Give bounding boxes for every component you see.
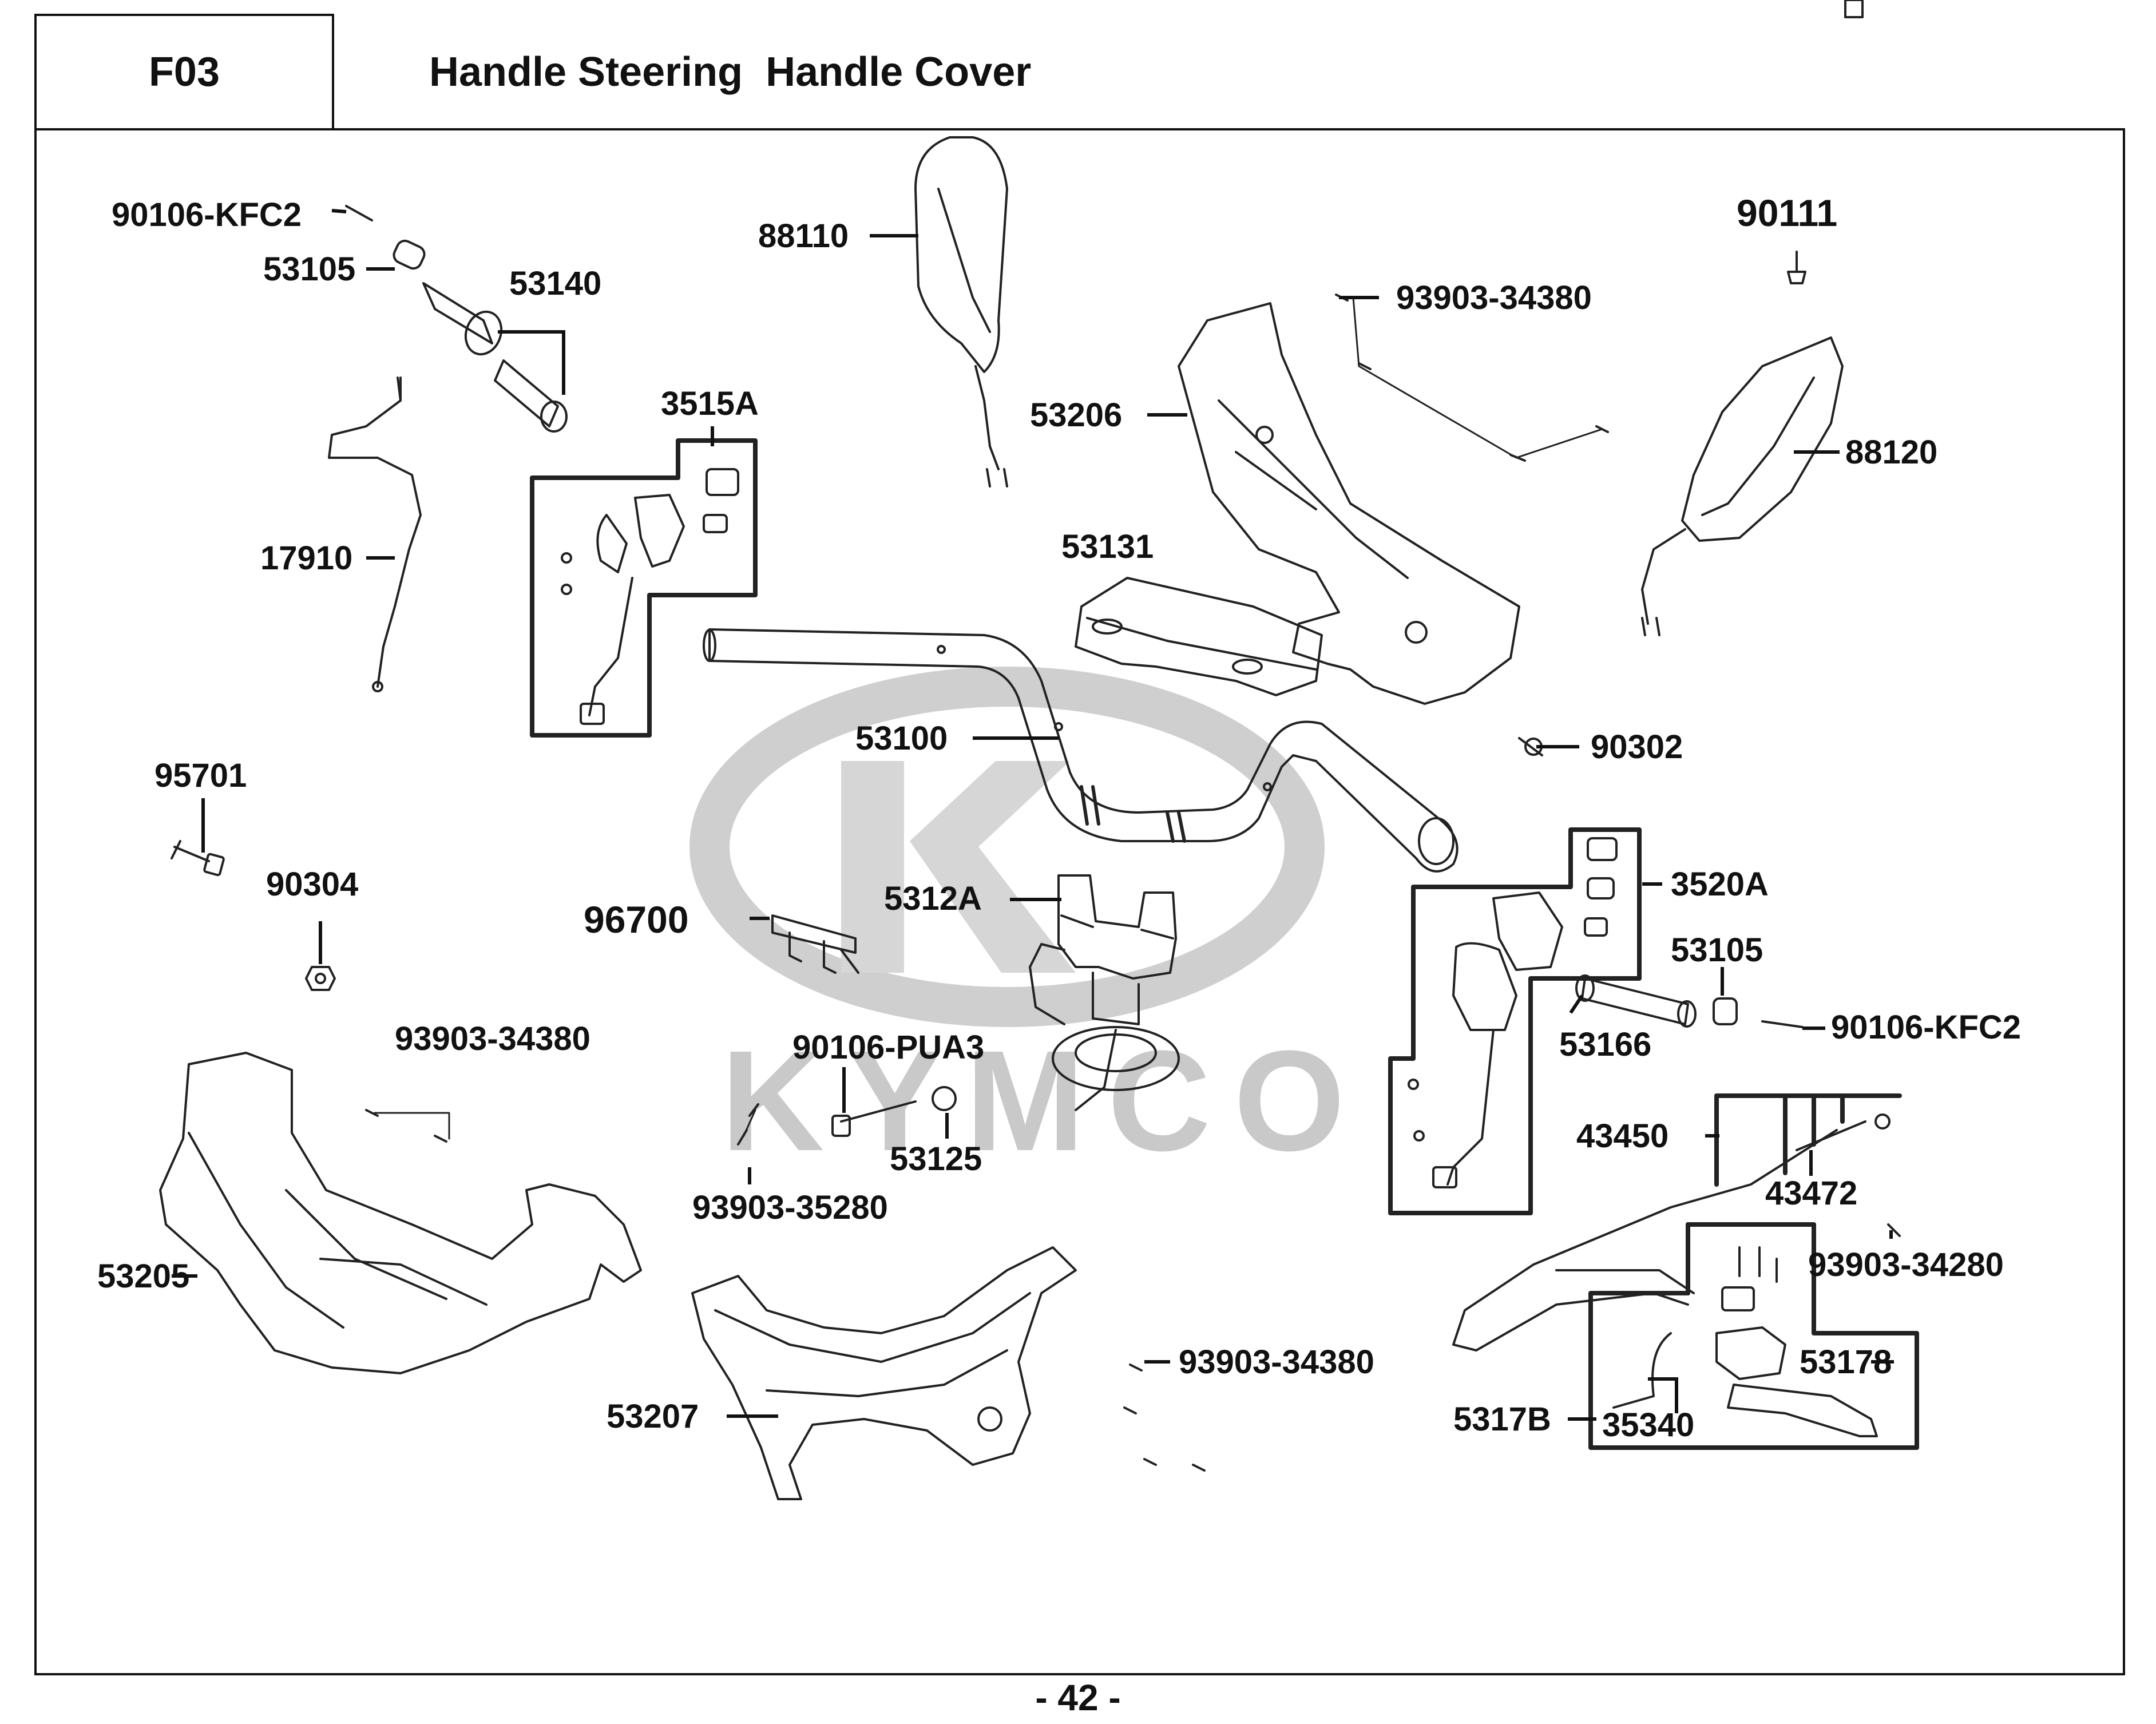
label-53140: 53140 xyxy=(509,265,601,302)
label-90302: 90302 xyxy=(1591,728,1683,766)
label-53178: 53178 xyxy=(1800,1343,1892,1381)
grip-left-drawing xyxy=(345,205,568,433)
label-3515a: 3515A xyxy=(661,385,759,422)
screw-35280-drawing xyxy=(737,1103,759,1146)
label-90106-pua3: 90106-PUA3 xyxy=(792,1029,984,1066)
label-90304: 90304 xyxy=(266,866,358,903)
label-5312a: 5312A xyxy=(884,880,982,917)
screws-left-drawing xyxy=(365,1109,450,1143)
label-53131: 53131 xyxy=(1061,528,1154,565)
label-35340: 35340 xyxy=(1602,1406,1694,1444)
page-frame xyxy=(34,14,2125,1675)
grip-right-drawing xyxy=(1575,974,1804,1028)
label-53166: 53166 xyxy=(1559,1026,1651,1063)
label-43450: 43450 xyxy=(1576,1117,1668,1155)
label-53105-top: 53105 xyxy=(263,251,355,288)
steering-holder-drawing xyxy=(1029,874,1180,1111)
label-93903-34280: 93903-34280 xyxy=(1808,1246,2004,1283)
screws-bottom-drawing xyxy=(1123,1364,1206,1472)
label-5317b: 5317B xyxy=(1453,1401,1551,1438)
watermark-brand: KYMCO xyxy=(721,1021,1368,1180)
screw-90111-drawing xyxy=(1787,251,1806,284)
label-53105-right: 53105 xyxy=(1671,932,1763,969)
label-90106-kfc2-top: 90106-KFC2 xyxy=(112,196,302,233)
label-3520a: 3520A xyxy=(1671,866,1769,903)
label-53205: 53205 xyxy=(97,1258,189,1295)
label-93903-34380-top: 93903-34380 xyxy=(1396,279,1592,316)
label-95701: 95701 xyxy=(154,757,247,794)
label-88110: 88110 xyxy=(758,217,849,255)
leader-lines xyxy=(172,209,1894,1421)
label-53207: 53207 xyxy=(607,1398,699,1435)
mirror-left-drawing xyxy=(914,136,1008,488)
bolt-95701-drawing xyxy=(171,840,225,877)
label-53100: 53100 xyxy=(855,720,948,757)
switch-left-drawing xyxy=(530,438,758,738)
page-number: - 42 - xyxy=(1035,1677,1121,1718)
screws-top-drawing xyxy=(1335,294,1609,462)
throttle-cable-drawing xyxy=(328,376,422,692)
label-90111: 90111 xyxy=(1737,192,1837,234)
cable-43450-drawing xyxy=(1452,0,1902,1352)
page-title: Handle Steering Handle Cover xyxy=(429,49,1032,95)
nut-90304-drawing xyxy=(305,966,336,991)
label-93903-34380-left: 93903-34380 xyxy=(395,1020,590,1057)
label-96700: 96700 xyxy=(584,898,689,941)
label-43472: 43472 xyxy=(1765,1175,1857,1212)
label-93903-34380-bottom: 93903-34380 xyxy=(1179,1343,1374,1381)
switch-right-drawing xyxy=(1388,827,1642,1215)
mirror-right-drawing xyxy=(1641,336,1844,636)
label-93903-35280: 93903-35280 xyxy=(692,1189,888,1226)
label-90106-kfc2-right: 90106-KFC2 xyxy=(1831,1009,2021,1046)
label-17910: 17910 xyxy=(260,540,352,577)
label-88120: 88120 xyxy=(1845,434,1937,471)
cover-53206-drawing xyxy=(1178,302,1520,705)
cover-53207-drawing xyxy=(691,1246,1077,1500)
kymco-watermark: KYMCO xyxy=(689,667,1368,1180)
section-code: F03 xyxy=(148,49,220,95)
handlebar-drawing xyxy=(703,628,1459,873)
bracket-96700-drawing xyxy=(771,914,859,974)
lever-box-drawing xyxy=(1588,1222,1919,1450)
holder-cap-drawing xyxy=(1075,577,1323,696)
label-53125: 53125 xyxy=(890,1140,982,1178)
part-labels: 90106-KFC2 53105 53140 17910 3515A 88110… xyxy=(97,192,2021,1444)
label-53206: 53206 xyxy=(1030,397,1122,434)
bolt-pua3-drawing xyxy=(831,1086,957,1137)
cover-53205-drawing xyxy=(159,1052,642,1374)
